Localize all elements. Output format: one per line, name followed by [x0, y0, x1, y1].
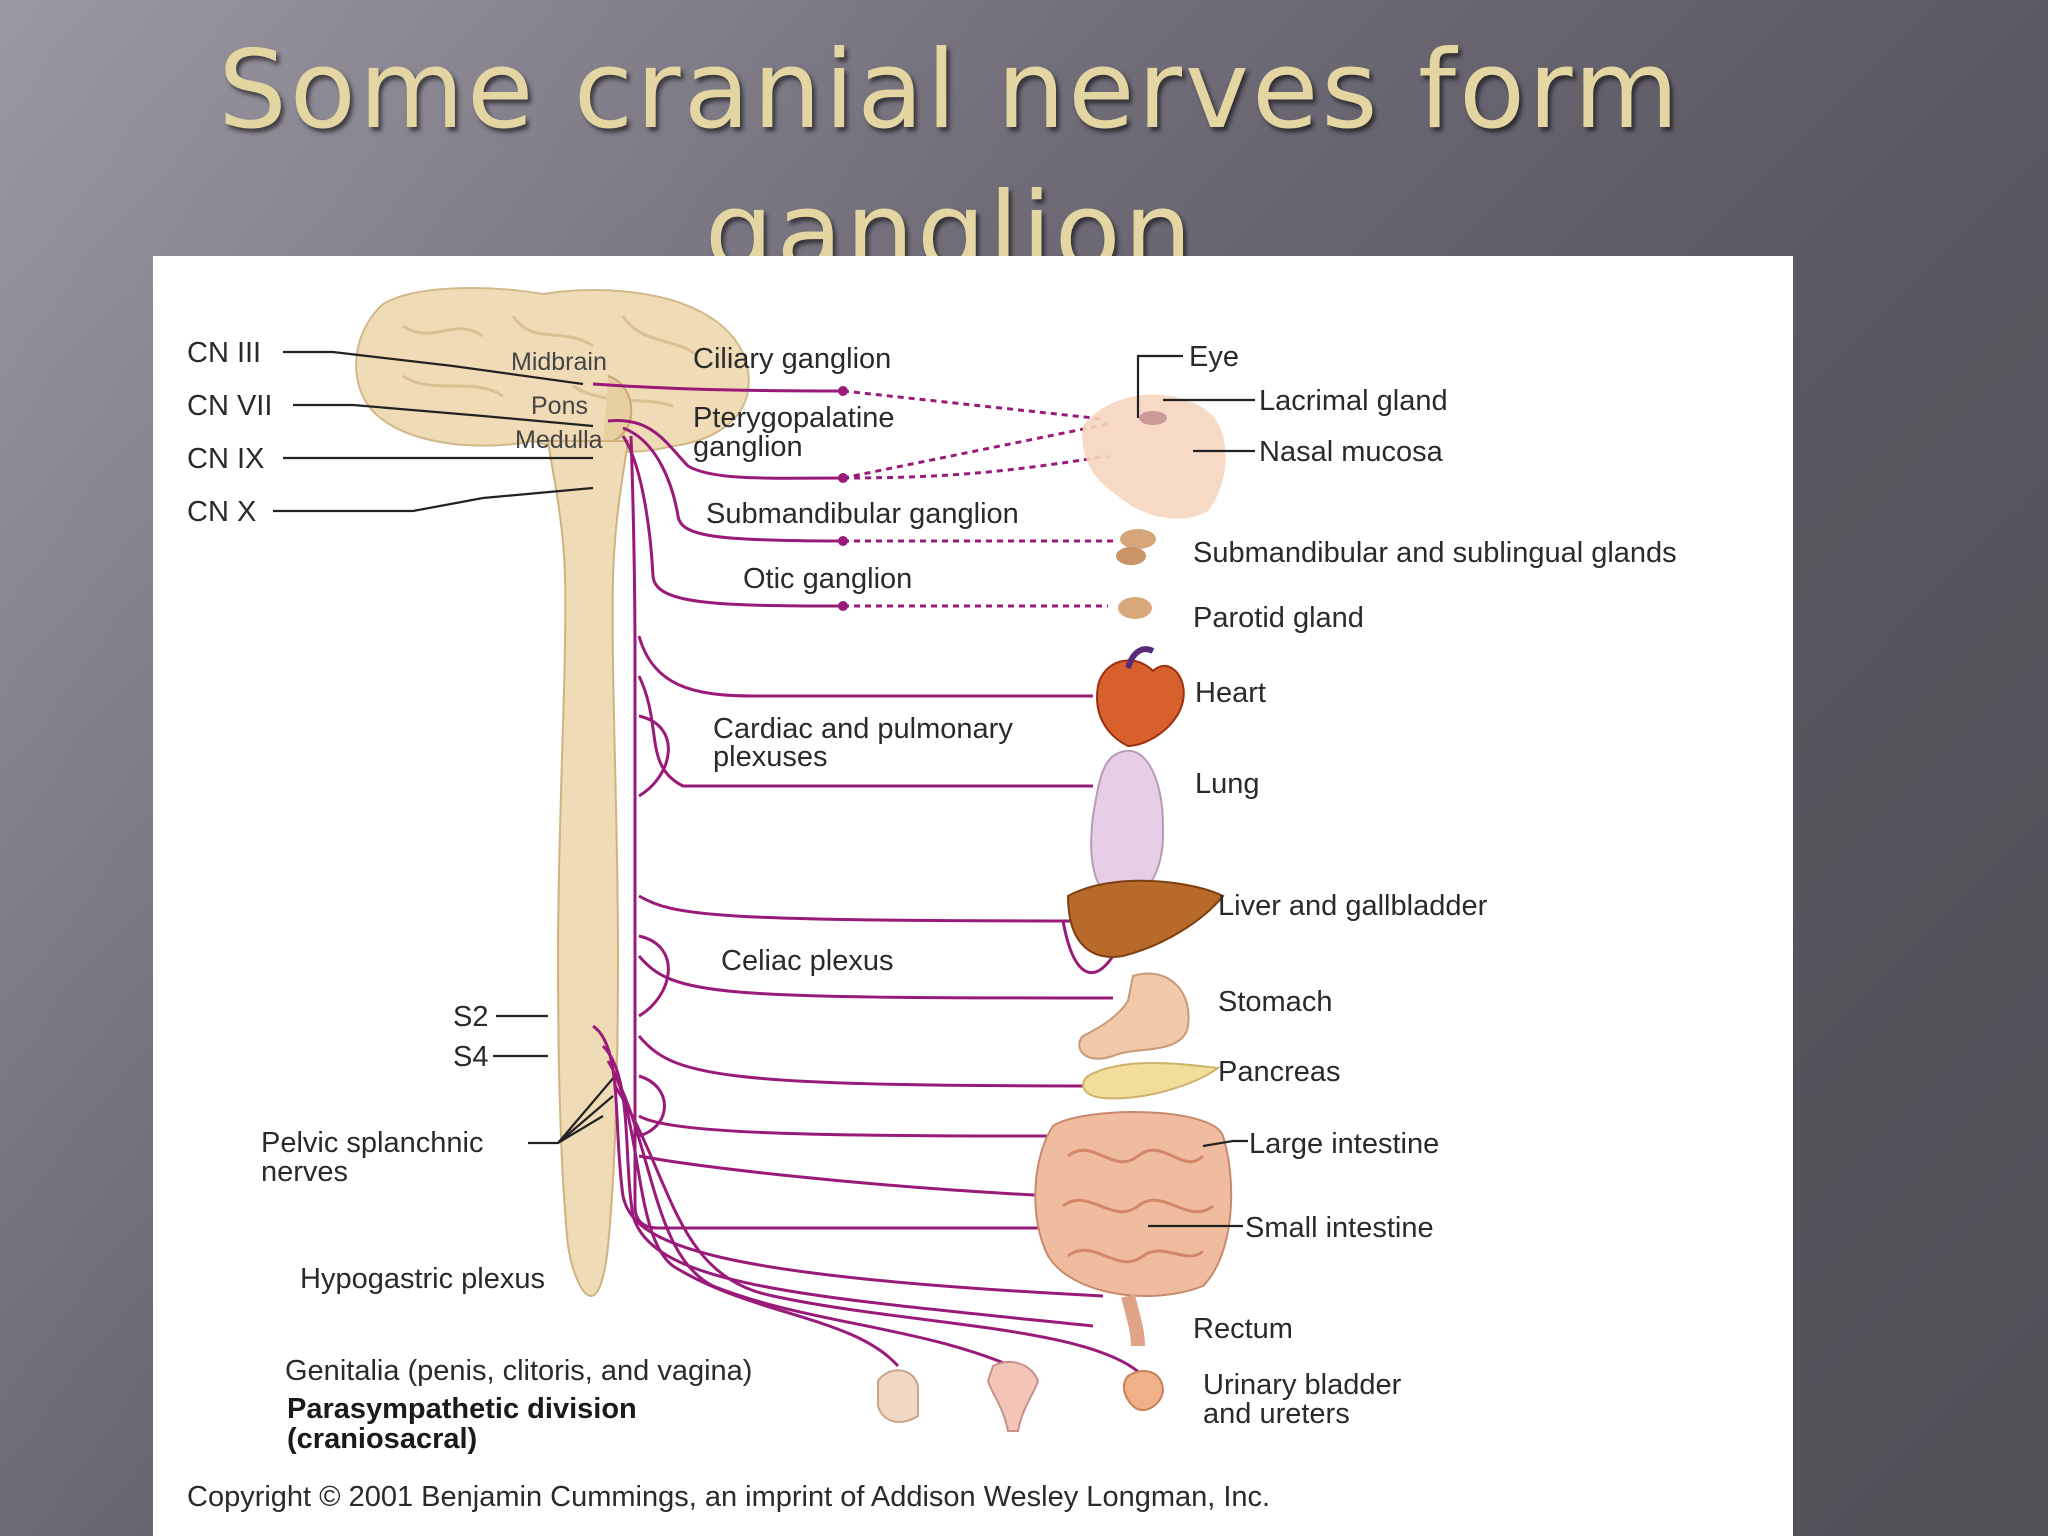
- label-heart: Heart: [1195, 677, 1266, 709]
- label-hypogastric-plexus: Hypogastric plexus: [300, 1263, 545, 1295]
- label-pancreas: Pancreas: [1218, 1056, 1341, 1088]
- label-s2: S2: [453, 1001, 488, 1033]
- pelvic-organ-icons: [877, 1361, 1165, 1432]
- diagram-panel: CN III CN VII CN IX CN X Midbrain Pons M…: [153, 256, 1793, 1536]
- label-lacrimal-gland: Lacrimal gland: [1259, 385, 1448, 417]
- label-submandibular-glands: Submandibular and sublingual glands: [1193, 537, 1677, 569]
- label-pelvic-splanchnic-1: Pelvic splanchnic: [261, 1127, 483, 1159]
- label-urinary-bladder-1: Urinary bladder: [1203, 1369, 1402, 1401]
- label-medulla: Medulla: [515, 426, 603, 454]
- label-cardiac-plexus-2: plexuses: [713, 741, 827, 773]
- label-ciliary-ganglion: Ciliary ganglion: [693, 343, 891, 375]
- label-stomach: Stomach: [1218, 986, 1332, 1018]
- label-submandibular-ganglion: Submandibular ganglion: [706, 498, 1019, 530]
- label-parotid-gland: Parotid gland: [1193, 602, 1364, 634]
- label-eye: Eye: [1189, 341, 1239, 373]
- label-midbrain: Midbrain: [511, 348, 607, 376]
- liver-icon: [1066, 879, 1225, 958]
- ganglion-dots: [838, 386, 848, 611]
- head-face-illustration: [1082, 354, 1255, 519]
- label-lung: Lung: [1195, 768, 1260, 800]
- parasympathetic-diagram: CN III CN VII CN IX CN X Midbrain Pons M…: [187, 287, 1677, 1513]
- gland-icons: [1116, 529, 1156, 619]
- label-s4: S4: [453, 1041, 488, 1073]
- label-pelvic-splanchnic-2: nerves: [261, 1156, 348, 1188]
- label-nasal-mucosa: Nasal mucosa: [1259, 436, 1444, 468]
- label-cn-ix: CN IX: [187, 443, 264, 475]
- label-urinary-bladder-2: and ureters: [1203, 1398, 1350, 1430]
- brain-illustration: [355, 287, 750, 454]
- label-small-intestine: Small intestine: [1245, 1212, 1434, 1244]
- label-genitalia: Genitalia (penis, clitoris, and vagina): [285, 1355, 752, 1387]
- label-liver-gallbladder: Liver and gallbladder: [1218, 890, 1488, 922]
- label-cn-iii: CN III: [187, 337, 261, 369]
- stomach-icon: [1078, 972, 1190, 1060]
- intestines-icon: [1034, 1111, 1248, 1347]
- slide-title-line-1: Some cranial nerves form: [218, 28, 1682, 153]
- copyright-notice: Copyright © 2001 Benjamin Cummings, an i…: [187, 1481, 1270, 1513]
- label-cn-vii: CN VII: [187, 390, 272, 422]
- label-division-2: (craniosacral): [287, 1423, 477, 1455]
- label-division-1: Parasympathetic division: [287, 1393, 637, 1425]
- heart-icon: [1096, 646, 1185, 748]
- label-celiac-plexus: Celiac plexus: [721, 945, 893, 977]
- label-cn-x: CN X: [187, 496, 256, 528]
- label-otic-ganglion: Otic ganglion: [743, 563, 912, 595]
- label-pons: Pons: [531, 392, 588, 420]
- pancreas-icon: [1082, 1062, 1221, 1100]
- label-pterygopalatine-2: ganglion: [693, 431, 803, 463]
- label-cardiac-plexus-1: Cardiac and pulmonary: [713, 713, 1013, 745]
- label-large-intestine: Large intestine: [1249, 1128, 1439, 1160]
- label-pterygopalatine-1: Pterygopalatine: [693, 402, 895, 434]
- spinal-cord: [546, 440, 630, 1298]
- lung-icon: [1090, 749, 1165, 899]
- label-rectum: Rectum: [1193, 1313, 1293, 1345]
